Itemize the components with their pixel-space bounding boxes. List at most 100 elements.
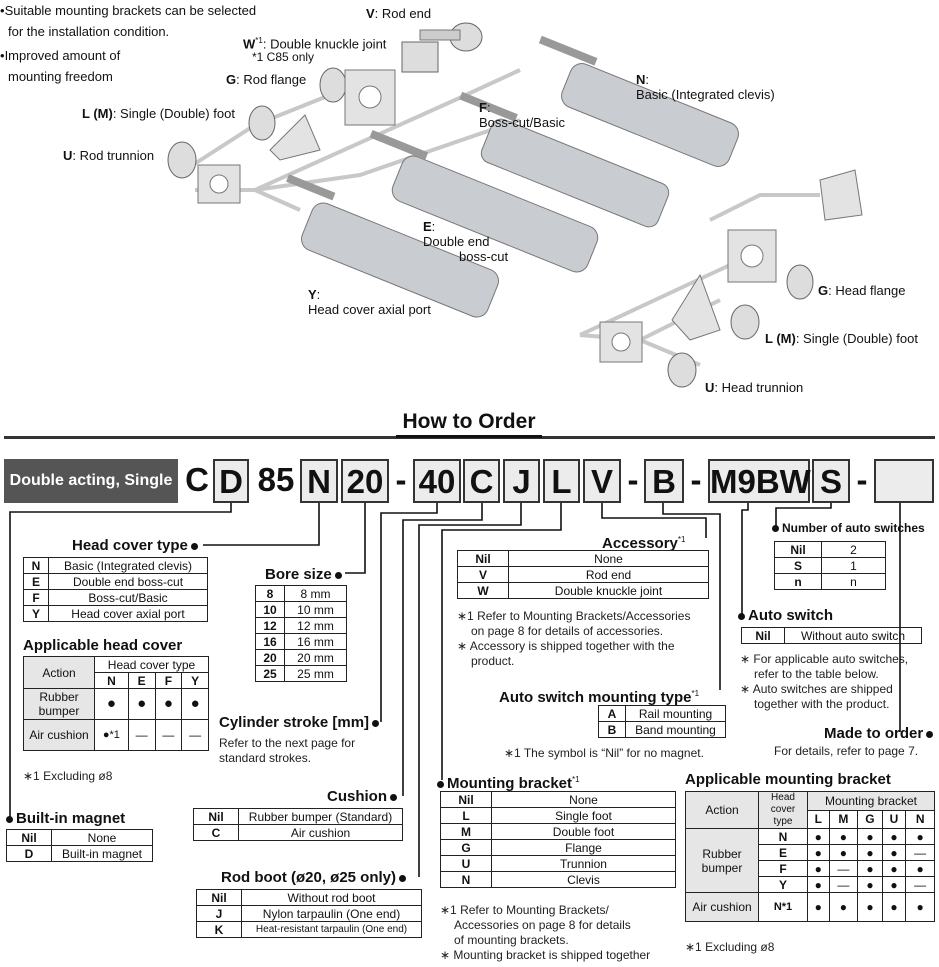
applicable-mounting-bracket-title: Applicable mounting bracket — [685, 771, 891, 788]
code-blank — [874, 459, 934, 503]
head-trunnion-part — [599, 321, 697, 388]
table-row: Air cushion ●*1 — — — — [23, 719, 209, 751]
code-n: N — [300, 459, 338, 503]
code-dash-3: - — [690, 461, 702, 498]
number-auto-switches-title: Number of auto switches — [772, 521, 925, 535]
label-double-knuckle: W*1: Double knuckle joint — [243, 36, 387, 52]
order-code-label: Double acting, Single rod — [4, 459, 178, 533]
code-85: 85 — [257, 461, 295, 498]
bore-size-title: Bore size — [265, 566, 342, 583]
rod-flange-part — [319, 67, 396, 126]
table-row: Rubber bumper ● ● ● ● — [23, 688, 209, 720]
auto-switch-notes: ∗ For applicable auto switches, refer to… — [740, 652, 909, 711]
cylinder-n — [538, 35, 739, 167]
intro-line-1: •Suitable mounting brackets can be selec… — [0, 3, 257, 18]
code-s: S — [812, 459, 850, 503]
table-row: Y ● — ● ● — — [686, 876, 935, 893]
applicable-mounting-bracket-table: Action Head cover type Mounting bracket … — [685, 791, 935, 922]
code-d: D — [213, 459, 249, 503]
mounting-bracket-title: Mounting bracket*1 — [437, 771, 580, 792]
code-b: B — [644, 459, 684, 503]
label-boss-cut-f: F:Boss-cut/Basic — [479, 100, 565, 130]
cylinder-f — [459, 91, 670, 228]
built-in-magnet-title: Built-in magnet — [6, 810, 125, 827]
rod-end-part — [419, 22, 483, 52]
code-20: 20 — [341, 459, 389, 503]
intro-line-3: •Improved amount of — [0, 48, 121, 63]
table-row: Action Head cover type — [23, 656, 209, 689]
code-l: L — [543, 459, 580, 503]
label-rod-foot: L (M): Single (Double) foot — [82, 106, 235, 121]
auto-switch-title: Auto switch — [738, 607, 833, 624]
code-dash-1: - — [395, 461, 407, 498]
label-rod-flange: G: Rod flange — [226, 72, 307, 87]
knuckle-joint-part — [401, 41, 439, 73]
how-to-order-title: How to Order — [396, 409, 542, 438]
code-c2: C — [463, 459, 500, 503]
rod-trunnion-part — [167, 141, 241, 204]
made-to-order-title: Made to order — [824, 725, 933, 742]
code-c: C — [185, 461, 209, 498]
code-40: 40 — [413, 459, 461, 503]
auto-switch-mounting-note: ∗1 The symbol is “Nil” for no magnet. — [504, 746, 704, 760]
cylinder-stroke-title: Cylinder stroke [mm] — [219, 714, 379, 731]
clevis-bracket-part — [819, 169, 863, 221]
code-dash-2: - — [627, 461, 639, 498]
code-dash-4: - — [856, 461, 868, 498]
label-rod-trunnion: U: Rod trunnion — [63, 148, 155, 163]
label-rod-end: V: Rod end — [366, 6, 432, 21]
code-m9bw: M9BW — [708, 459, 811, 503]
table-row: Action Head cover type Mounting bracket — [685, 791, 935, 829]
table-row: L M G U N — [686, 809, 935, 829]
auto-switch-mounting-title: Auto switch mounting type*1 — [499, 689, 700, 706]
product-diagram — [167, 22, 863, 388]
code-v: V — [583, 459, 621, 503]
label-basic-n: N:Basic (Integrated clevis) — [636, 72, 775, 102]
accessory-title: Accessory*1 — [602, 535, 686, 552]
label-head-foot: L (M): Single (Double) foot — [765, 331, 918, 346]
table-row: N E F Y — [24, 672, 209, 689]
rod-foot-part — [248, 105, 321, 161]
code-j: J — [503, 459, 540, 503]
intro-line-4: mounting freedom — [8, 69, 113, 84]
cylinder-y — [286, 174, 499, 318]
